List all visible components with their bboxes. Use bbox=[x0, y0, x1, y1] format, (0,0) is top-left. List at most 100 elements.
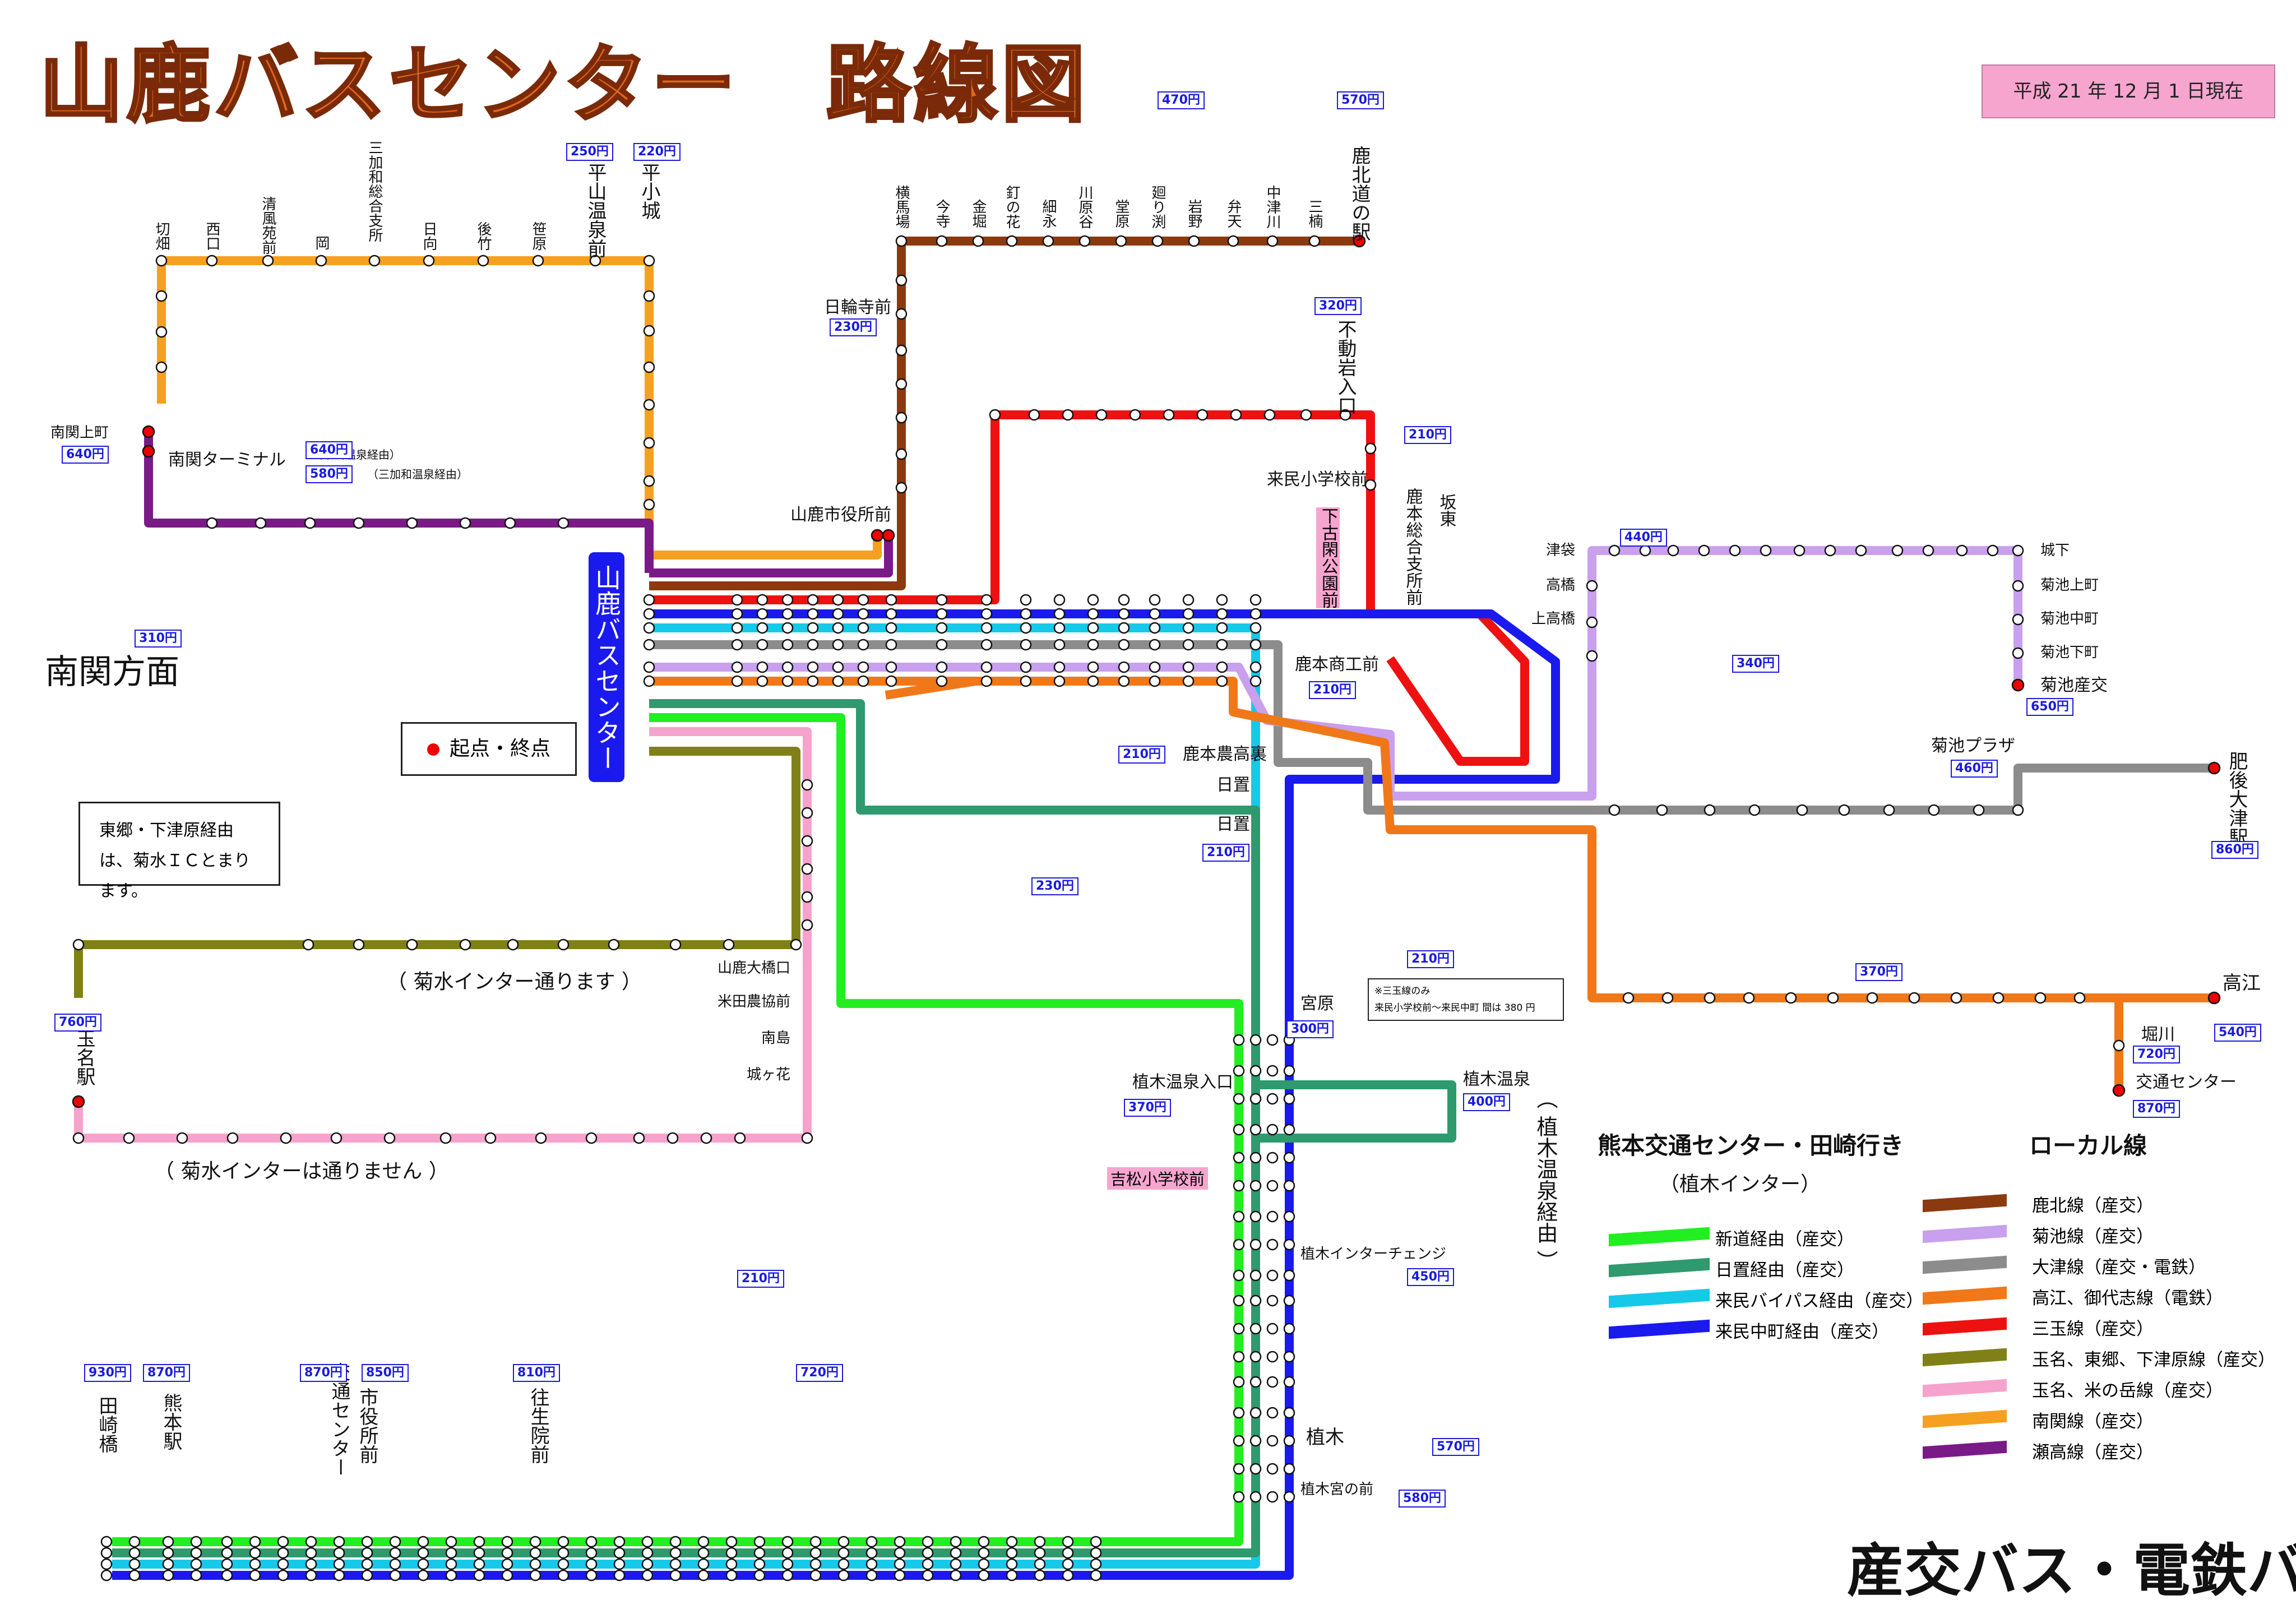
bus-stop bbox=[333, 1536, 345, 1548]
bus-stop bbox=[978, 1547, 990, 1559]
bus-stop bbox=[894, 1536, 906, 1548]
bus-stop bbox=[936, 594, 948, 606]
bus-stop bbox=[529, 1536, 541, 1548]
bus-stop bbox=[535, 1132, 547, 1144]
bus-stop bbox=[473, 1569, 485, 1582]
terminal-stop bbox=[2207, 991, 2221, 1005]
stop-label: 上高橋 bbox=[1531, 611, 1575, 627]
bus-stop bbox=[1866, 992, 1878, 1004]
bus-stop bbox=[1053, 661, 1066, 673]
route-line bbox=[649, 535, 882, 560]
bus-stop bbox=[128, 1536, 141, 1548]
bus-stop bbox=[1760, 544, 1772, 557]
bus-stop bbox=[936, 661, 948, 673]
bus-stop bbox=[1283, 1093, 1295, 1105]
bus-stop bbox=[1266, 1323, 1279, 1335]
fare-badge: 370円 bbox=[1124, 1099, 1171, 1117]
bus-stop bbox=[753, 1569, 766, 1582]
bus-stop bbox=[1006, 1536, 1018, 1548]
bus-stop bbox=[589, 255, 601, 267]
bus-stop bbox=[885, 675, 897, 687]
bus-stop bbox=[557, 1569, 570, 1582]
bus-stop bbox=[1608, 804, 1621, 816]
bus-stop bbox=[950, 1558, 962, 1570]
bus-stop bbox=[333, 1547, 345, 1559]
bus-stop bbox=[1266, 1435, 1279, 1447]
bus-stop bbox=[417, 1569, 429, 1582]
stop-label: 鹿北道の駅 bbox=[1348, 146, 1371, 241]
bus-stop bbox=[1249, 1294, 1262, 1307]
bus-stop bbox=[865, 1536, 878, 1548]
bus-stop bbox=[1639, 544, 1651, 557]
bus-stop bbox=[1729, 544, 1741, 557]
page-title: 山鹿バスセンター 路線図 bbox=[38, 35, 1089, 136]
bus-stop bbox=[643, 399, 655, 411]
bus-stop bbox=[1020, 622, 1032, 634]
bus-stop bbox=[1182, 608, 1195, 620]
fare-badge: 810円 bbox=[513, 1364, 560, 1382]
bus-stop bbox=[1149, 675, 1161, 687]
bus-stop bbox=[950, 1569, 962, 1582]
bus-stop bbox=[641, 1547, 654, 1559]
stop-label: 横馬場 bbox=[893, 185, 910, 229]
fare-badge: 230円 bbox=[830, 318, 877, 336]
bus-stop bbox=[807, 639, 819, 651]
bus-stop bbox=[980, 594, 993, 606]
bus-stop bbox=[809, 1569, 822, 1582]
bus-stop bbox=[1233, 1376, 1245, 1388]
bus-stop bbox=[731, 661, 743, 673]
bus-stop bbox=[922, 1569, 934, 1582]
fare-badge: 450円 bbox=[1407, 1268, 1454, 1286]
bus-stop bbox=[1266, 1491, 1279, 1503]
bus-stop bbox=[801, 1132, 813, 1144]
bus-stop bbox=[807, 675, 819, 687]
bus-stop bbox=[1855, 544, 1867, 557]
terminal-stop bbox=[72, 1095, 85, 1108]
bus-stop bbox=[100, 1569, 113, 1582]
bus-stop bbox=[585, 1569, 598, 1582]
bus-stop bbox=[100, 1558, 113, 1570]
bus-stop bbox=[922, 1558, 934, 1570]
stop-label: 田崎橋 bbox=[95, 1396, 118, 1453]
bus-stop bbox=[1908, 992, 1920, 1004]
bus-stop bbox=[1233, 1180, 1245, 1192]
bus-stop bbox=[1115, 235, 1127, 247]
bus-stop bbox=[643, 608, 655, 620]
bus-stop bbox=[980, 639, 993, 651]
bus-stop bbox=[1227, 235, 1239, 247]
uekionsen-note: （ 植木温泉経由 ） bbox=[1533, 1088, 1558, 1272]
bus-stop bbox=[1196, 409, 1209, 421]
bus-stop bbox=[305, 1547, 317, 1559]
bus-stop bbox=[885, 639, 897, 651]
bus-center-box[interactable]: 山鹿バスセンター bbox=[589, 552, 624, 782]
bus-stop bbox=[1266, 235, 1279, 247]
bus-stop bbox=[557, 1536, 570, 1548]
bus-stop bbox=[972, 235, 984, 247]
fare-badge: 320円 bbox=[1314, 297, 1362, 315]
bus-stop bbox=[1704, 804, 1716, 816]
bus-stop bbox=[669, 1569, 682, 1582]
bus-stop bbox=[895, 448, 908, 460]
bus-stop bbox=[895, 235, 908, 247]
bus-stop bbox=[221, 1547, 233, 1559]
bus-stop bbox=[1053, 608, 1066, 620]
bus-stop bbox=[206, 517, 218, 529]
bus-stop bbox=[731, 622, 743, 634]
stop-label: 日置 bbox=[1216, 815, 1250, 834]
route-line bbox=[112, 609, 1560, 1580]
bus-stop bbox=[857, 608, 869, 620]
stop-label: 玉名駅 bbox=[73, 1029, 95, 1086]
bus-stop bbox=[1233, 1323, 1245, 1335]
bus-stop bbox=[280, 1132, 292, 1144]
bus-stop bbox=[249, 1558, 261, 1570]
fare-badge: 230円 bbox=[1031, 877, 1078, 895]
bus-stop bbox=[1233, 1463, 1245, 1475]
stop-label: 日置 bbox=[1216, 775, 1250, 795]
bus-stop bbox=[1233, 1351, 1245, 1363]
terminal-stop bbox=[2011, 678, 2025, 692]
bus-stop bbox=[1020, 639, 1032, 651]
bus-stop bbox=[725, 1536, 738, 1548]
bus-stop bbox=[809, 1536, 822, 1548]
bus-stop bbox=[756, 622, 769, 634]
bus-stop bbox=[641, 1558, 654, 1570]
